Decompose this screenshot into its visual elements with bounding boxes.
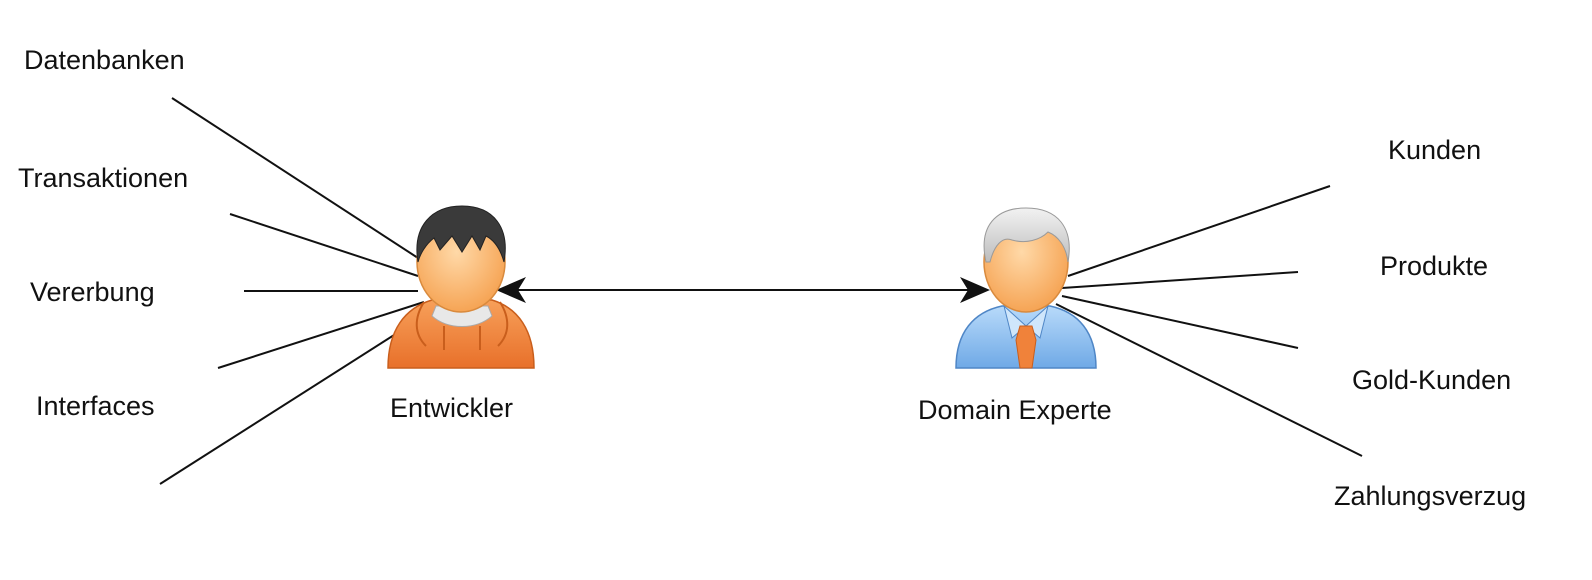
connector-interfaces <box>217 301 425 369</box>
concept-label-kunden: Kunden <box>1388 135 1482 165</box>
concept-label-transaktionen: Transaktionen <box>18 163 189 193</box>
connector-zahlungsverzug <box>1055 303 1363 457</box>
connector-extra <box>159 315 425 485</box>
connector-kunden <box>1067 185 1331 277</box>
concept-label-vererbung: Vererbung <box>30 277 155 307</box>
connector-transaktionen <box>229 213 419 277</box>
connector-produkte <box>1061 271 1299 289</box>
concept-label-datenbanken: Datenbanken <box>24 45 185 75</box>
domain-expert-label: Domain Experte <box>918 395 1112 425</box>
developer-person-icon <box>387 205 535 369</box>
concept-label-zahlungsverzug: Zahlungsverzug <box>1334 481 1527 511</box>
developer-label: Entwickler <box>390 393 514 423</box>
concept-label-produkte: Produkte <box>1380 251 1489 281</box>
concept-label-interfaces: Interfaces <box>36 391 155 421</box>
connector-datenbanken <box>171 97 419 259</box>
connector-gold-kunden <box>1061 295 1299 349</box>
domain-expert-person-icon <box>955 207 1097 369</box>
concept-label-gold-kunden: Gold-Kunden <box>1352 365 1512 395</box>
bidirectional-arrow <box>496 277 990 303</box>
